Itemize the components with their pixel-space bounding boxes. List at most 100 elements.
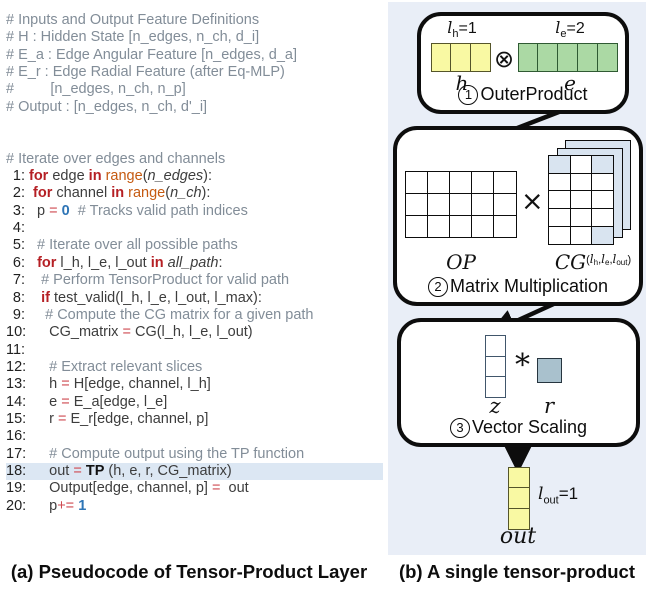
line-number: 8: xyxy=(12,289,25,306)
out-cell xyxy=(508,466,530,489)
code-segment: = xyxy=(49,202,58,219)
code-segment: l_h, l_e, l_out xyxy=(56,254,151,271)
code-segment: # Output : [n_edges, n_ch, d'_i] xyxy=(6,98,208,115)
step3-number-icon: 3 xyxy=(449,417,470,438)
h-cell xyxy=(470,43,492,72)
code-segment: edge xyxy=(48,168,89,185)
le-dim-label: le=2 xyxy=(519,18,621,40)
code-line: 9: # Compute the CG matrix for a given p… xyxy=(6,307,383,324)
cg-cell xyxy=(590,190,614,210)
otimes-icon: ⊗ xyxy=(494,45,515,73)
code-segment: # H : Hidden State [n_edges, n_ch, d_i] xyxy=(6,29,260,46)
lout-var: l xyxy=(538,484,544,504)
e-cell xyxy=(557,43,579,72)
code-segment: for xyxy=(29,168,49,185)
op-cell xyxy=(427,192,451,217)
code-segment: ( xyxy=(142,168,148,185)
code-segment: TP xyxy=(85,462,105,479)
lout-dim-label: lout=1 xyxy=(538,484,608,506)
line-number: 9: xyxy=(12,306,25,323)
cg-matrix xyxy=(548,155,614,245)
op-cell xyxy=(471,192,495,217)
code-line: 7: # Perform TensorProduct for valid pat… xyxy=(6,272,383,289)
code-segment: = xyxy=(212,480,221,497)
cg-cell xyxy=(569,225,593,245)
lh-sub: h xyxy=(452,28,459,41)
code-segment: ( xyxy=(165,185,171,202)
cg-sup-c1: , xyxy=(598,254,602,266)
code-segment: range xyxy=(128,185,166,202)
code-line xyxy=(6,116,383,133)
e-cell xyxy=(576,43,598,72)
code-segment: n_ch xyxy=(170,185,202,202)
le-eq: =2 xyxy=(566,20,585,37)
code-line: 1:for edge in range(n_edges): xyxy=(6,168,383,185)
code-segment: # Tracks valid path indices xyxy=(69,202,248,219)
lout-eq: =1 xyxy=(558,484,579,503)
op-cell xyxy=(493,214,517,238)
op-cell xyxy=(471,171,495,195)
code-line: # H : Hidden State [n_edges, n_ch, d_i] xyxy=(6,29,383,46)
pseudocode-block: # Inputs and Output Feature Definitions#… xyxy=(6,12,383,515)
code-line xyxy=(6,133,383,150)
e-cell xyxy=(517,43,539,72)
op-cell xyxy=(427,214,451,238)
op-cell xyxy=(449,171,473,195)
op-cell xyxy=(471,214,495,238)
e-cell xyxy=(596,43,618,72)
code-segment: out xyxy=(29,462,74,479)
cg-matrix-stack xyxy=(548,140,635,246)
cg-base: CG xyxy=(554,250,587,274)
lh-var: l xyxy=(447,18,453,37)
code-segment: in xyxy=(150,254,164,271)
cg-sup-s3: out xyxy=(616,258,628,267)
code-segment: all_path xyxy=(167,254,219,271)
cg-cell xyxy=(569,208,593,228)
cg-matrix-label: CG(lh,le,lout) xyxy=(541,250,645,274)
line-number: 15: xyxy=(6,410,27,427)
code-line: 16: xyxy=(6,428,383,445)
code-segment: in xyxy=(88,168,102,185)
code-segment: = xyxy=(73,462,82,479)
code-segment: n_edges xyxy=(147,168,204,185)
h-cell xyxy=(450,43,472,72)
code-segment: ): xyxy=(201,185,211,202)
lh-eq: =1 xyxy=(458,20,477,37)
code-segment: : xyxy=(218,254,223,271)
code-segment: # E_a : Edge Angular Feature [n_edges, d… xyxy=(6,46,298,63)
cg-cell xyxy=(569,172,593,192)
code-segment: 0 xyxy=(61,202,70,219)
cg-sup-v1: l xyxy=(589,252,594,266)
cg-cell xyxy=(569,155,593,175)
code-segment: Output[edge, channel, p] xyxy=(29,480,212,497)
code-segment: = xyxy=(58,410,67,427)
line-number: 16: xyxy=(6,428,27,445)
line-number: 1: xyxy=(12,168,25,185)
line-number: 2: xyxy=(12,185,25,202)
cg-cell xyxy=(590,155,614,175)
caption-a: (a) Pseudocode of Tensor-Product Layer xyxy=(10,561,368,582)
code-line: 17: # Compute output using the TP functi… xyxy=(6,446,383,463)
out-cell xyxy=(508,508,530,531)
cg-sup-s1: h xyxy=(593,258,599,267)
code-segment: e xyxy=(29,393,62,410)
step1-number-icon: 1 xyxy=(458,84,479,105)
cg-sup-close: ) xyxy=(627,254,632,266)
code-segment: CG_matrix xyxy=(29,324,123,341)
scale-icon: * xyxy=(515,348,530,383)
code-line: 18: out = TP (h, e, r, CG_matrix) xyxy=(6,462,383,481)
code-segment: (h, e, r, CG_matrix) xyxy=(104,462,232,479)
code-segment: h xyxy=(29,376,62,393)
code-segment: ): xyxy=(203,168,213,185)
e-name: e xyxy=(564,71,576,95)
code-line: # E_r : Edge Radial Feature (after Eq-ML… xyxy=(6,64,383,81)
line-number: 14: xyxy=(6,393,27,410)
op-cell xyxy=(449,214,473,238)
step1-text: OuterProduct xyxy=(480,84,588,104)
line-number: 3: xyxy=(12,202,25,219)
code-line: # [n_edges, n_ch, n_p] xyxy=(6,81,383,98)
code-line: 13: h = H[edge, channel, l_h] xyxy=(6,376,383,393)
